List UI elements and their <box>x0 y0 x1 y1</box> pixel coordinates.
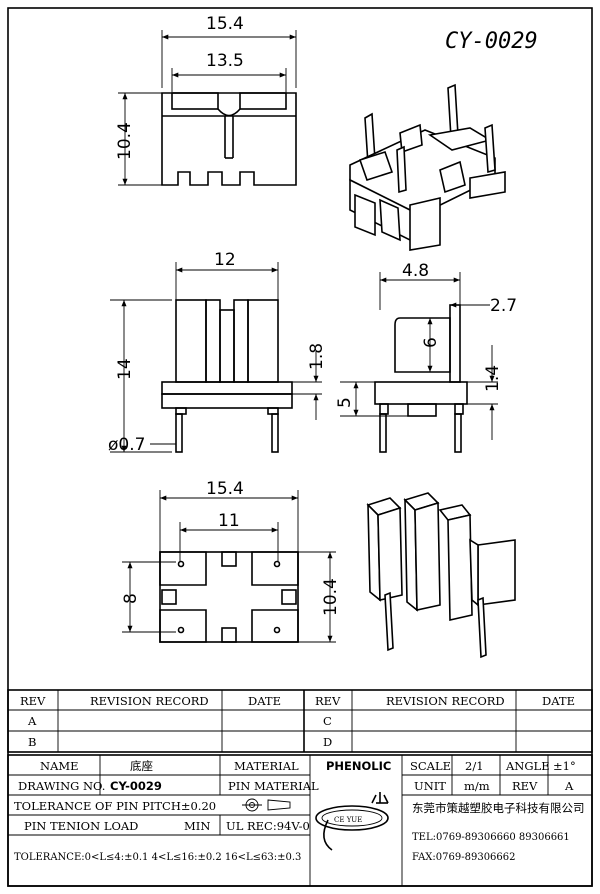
company-logo: CE YUE <box>315 792 389 851</box>
material-value: PHENOLIC <box>326 759 391 773</box>
company-fax: FAX:0769-89306662 <box>412 852 516 863</box>
company-tel: TEL:0769-89306660 89306661 <box>412 832 570 843</box>
rev-row-c: C <box>323 714 332 728</box>
drawing-no-value: CY-0029 <box>110 779 162 793</box>
projection-symbol-icon <box>242 798 291 812</box>
date-header-right: DATE <box>542 694 575 708</box>
rev-label: REV <box>512 779 538 793</box>
angle-label: ANGLE <box>505 759 550 773</box>
dim-top-height: 10.4 <box>115 122 135 160</box>
dim-side-base: 5 <box>335 397 355 408</box>
tolerance-spec: TOLERANCE:0<L≤4:±0.1 4<L≤16:±0.2 16<L≤63… <box>14 852 301 863</box>
date-header-left: DATE <box>248 694 281 708</box>
top-view: 15.4 13.5 10.4 <box>115 14 297 186</box>
dim-pin-diameter: ø0.7 <box>108 435 145 455</box>
dim-front-height: 14 <box>115 358 135 380</box>
side-view: 4.8 2.7 6 1.4 5 <box>335 261 517 453</box>
front-view: 12 14 1.8 ø0.7 <box>108 250 327 455</box>
dim-front-width: 12 <box>214 250 236 270</box>
dim-bottom-pitch-y: 8 <box>121 593 141 604</box>
rev-row-d: D <box>323 735 332 749</box>
rev-value: A <box>564 779 574 793</box>
revision-table: REV REVISION RECORD DATE REV REVISION RE… <box>7 689 593 753</box>
dim-bottom-pitch-x: 11 <box>218 511 240 531</box>
part-number-title: CY-0029 <box>445 29 538 54</box>
company-name: 东莞市策越塑胶电子科技有限公司 <box>412 801 585 815</box>
revision-record-header-right: REVISION RECORD <box>386 694 505 708</box>
rev-header-left: REV <box>20 694 46 708</box>
name-value: 底座 <box>130 759 153 773</box>
rev-row-b: B <box>28 735 36 749</box>
ul-rec: UL REC:94V-0 <box>226 819 310 833</box>
pin-tension-label: PIN TENION LOAD <box>24 819 138 833</box>
drawing-no-label: DRAWING NO. <box>18 779 105 793</box>
scale-value: 2/1 <box>465 759 484 773</box>
dim-top-inner-width: 13.5 <box>206 51 244 71</box>
pin-material-label: PIN MATERIAL <box>228 779 319 793</box>
angle-value: ±1° <box>553 759 576 773</box>
logo-text: CE YUE <box>334 816 362 824</box>
revision-record-header-left: REVISION RECORD <box>90 694 209 708</box>
dim-bottom-height: 10.4 <box>321 578 341 616</box>
material-label: MATERIAL <box>234 759 299 773</box>
pin-pitch-tolerance: TOLERANCE OF PIN PITCH±0.20 <box>14 799 216 813</box>
scale-label: SCALE <box>410 759 451 773</box>
unit-value: m/m <box>464 779 490 793</box>
title-block: NAME 底座 MATERIAL PHENOLIC DRAWING NO. CY… <box>7 754 593 887</box>
dim-bottom-width: 15.4 <box>206 479 244 499</box>
bottom-view: 15.4 11 8 10.4 <box>121 479 341 643</box>
unit-label: UNIT <box>414 779 446 793</box>
dim-side-step: 1.4 <box>483 365 503 392</box>
rev-header-right: REV <box>315 694 341 708</box>
pin-tension-unit: MIN <box>184 819 210 833</box>
dim-side-depth: 4.8 <box>402 261 429 281</box>
dim-side-tab: 6 <box>421 337 441 348</box>
iso-view-top <box>349 83 506 251</box>
dim-top-width: 15.4 <box>206 14 244 34</box>
dim-front-slot: 1.8 <box>307 343 327 370</box>
iso-view-bottom <box>366 492 516 659</box>
rev-row-a: A <box>27 714 37 728</box>
name-label: NAME <box>40 759 79 773</box>
dim-side-flange: 2.7 <box>490 296 517 316</box>
